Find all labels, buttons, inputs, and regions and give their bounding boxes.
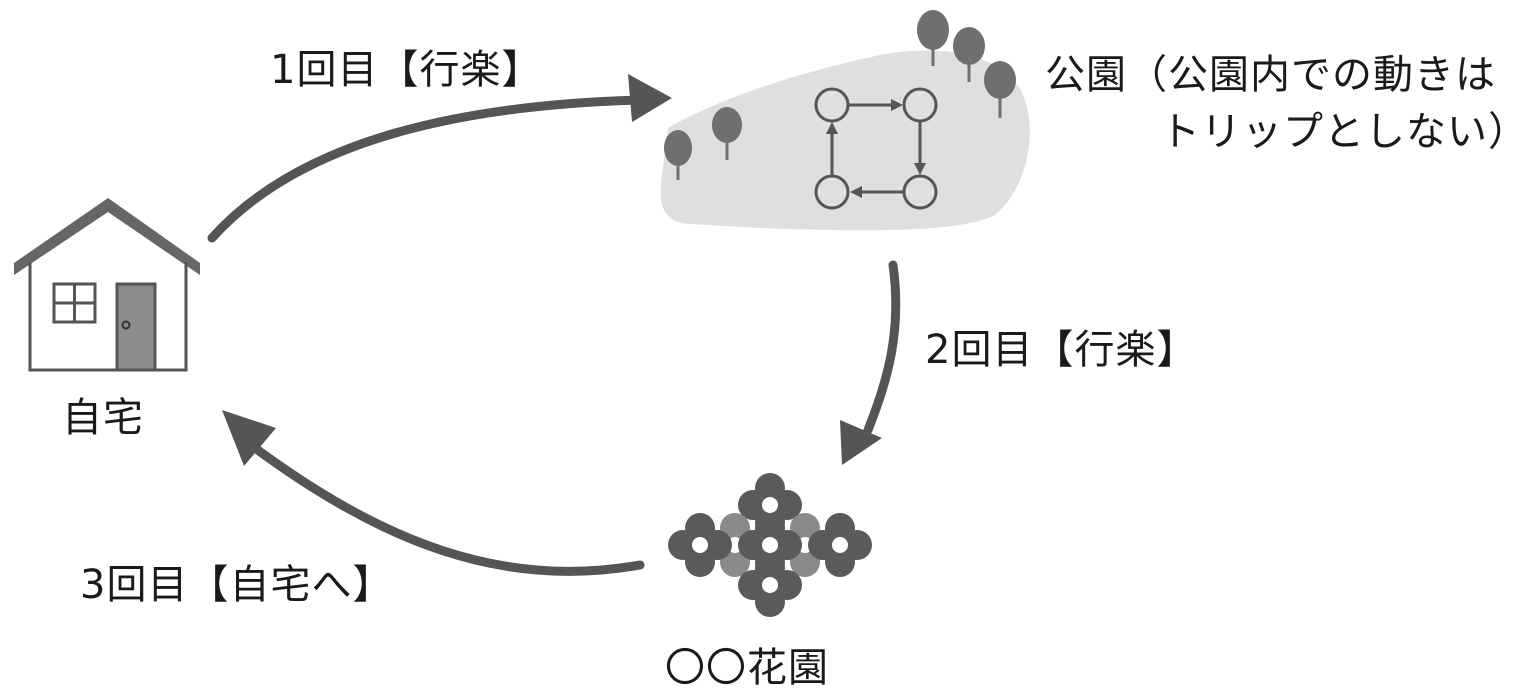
loop-node (814, 174, 850, 210)
tree-icon (984, 61, 1016, 118)
flower-icon (668, 513, 732, 577)
loop-node (902, 87, 938, 123)
trip-arrow-3-head (222, 410, 276, 466)
trip-1-label: 1回目【行楽】 (270, 47, 543, 93)
park-area (660, 50, 1030, 231)
house-icon (14, 198, 200, 372)
trip-3-label: 3回目【自宅へ】 (80, 562, 394, 608)
flower-icon (808, 513, 872, 577)
flower-icon (738, 513, 802, 577)
loop-node (902, 174, 938, 210)
garden-node (668, 473, 872, 617)
trip-arrow-1 (207, 95, 645, 243)
tree-icon (712, 107, 742, 160)
trip-arrows (207, 95, 901, 576)
trip-arrow-2 (863, 260, 901, 435)
trip-arrowheads (222, 74, 882, 466)
park-node (660, 10, 1030, 231)
tree-icon (917, 10, 949, 66)
trip-2-label: 2回目【行楽】 (925, 327, 1198, 373)
loop-arrowheads (826, 99, 926, 198)
trip-arrow-3 (250, 443, 645, 576)
trip-arrow-2-head (840, 420, 882, 465)
flower-cluster-icon (668, 473, 872, 617)
tree-icon (953, 27, 985, 82)
garden-label: 〇〇花園 (665, 645, 829, 691)
park-internal-loop (814, 87, 938, 210)
loop-node (814, 87, 850, 123)
park-label-line2: トリップとしない） (1160, 109, 1529, 155)
tree-icon (664, 130, 692, 180)
trip-arrow-1-head (628, 74, 672, 122)
home-node (14, 198, 200, 372)
home-label: 自宅 (62, 395, 144, 441)
park-label-line1: 公園（公園内での動きは (1045, 52, 1496, 98)
